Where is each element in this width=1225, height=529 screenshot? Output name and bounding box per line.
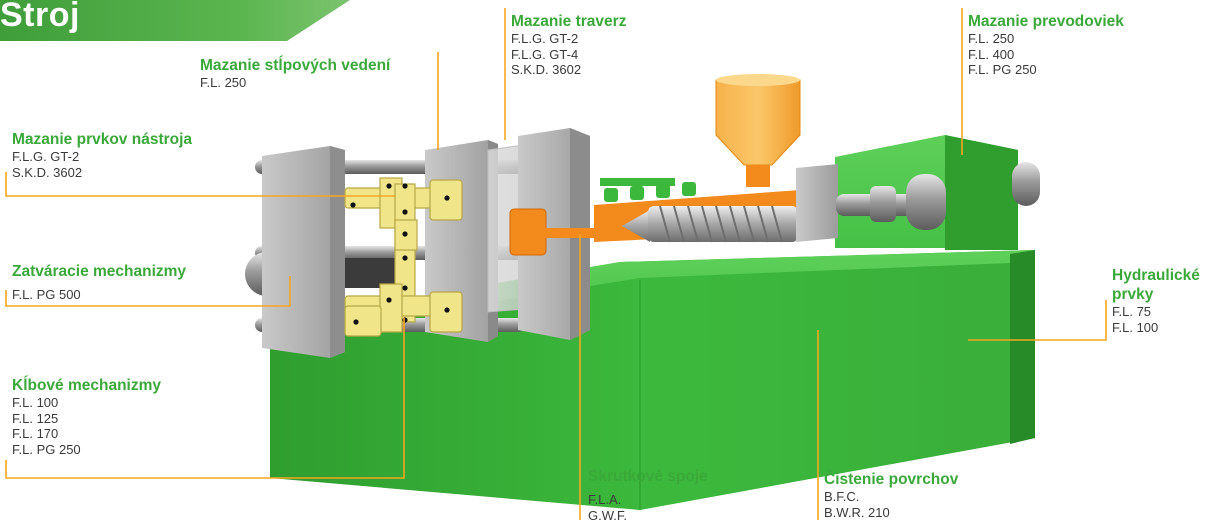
callout-line: F.L. 100 (12, 395, 59, 410)
injection-unit (509, 164, 946, 256)
callout-line: F.L. PG 250 (968, 62, 1037, 77)
callout-line: B.W.R. 210 (824, 504, 890, 520)
callout-line: F.L. 170 (12, 426, 59, 441)
callout-skrutkove-spoje: Skrutkové spoje F.L.A. G.W.F. (588, 467, 708, 523)
callout-heading: Mazanie prevodoviek (968, 13, 1124, 30)
leader-hydraulicke-prvky (968, 300, 1107, 341)
callout-line: F.L. PG 500 (12, 287, 81, 302)
callout-zatvaracie-mechanizmy: Zatváracie mechanizmy F.L. PG 500 (12, 262, 186, 303)
callout-line: S.K.D. 3602 (12, 164, 83, 180)
callout-heading: Čistenie povrchov (824, 471, 959, 488)
callout-line: F.L. 125 (12, 410, 59, 426)
callout-line: G.W.F. (588, 507, 627, 523)
callout-line: B.F.C. (824, 489, 860, 504)
rear-platen (262, 146, 345, 358)
leader-mazanie-prvkov-nastroja (5, 172, 395, 197)
callout-heading-line: prvky (1112, 286, 1154, 303)
callout-heading-line: Hydraulické (1112, 267, 1200, 284)
callout-line: F.L. 75 (1112, 304, 1152, 319)
callout-line: F.L.G. GT-2 (12, 149, 80, 164)
callout-line: F.L. 250 (200, 75, 247, 90)
hopper (715, 74, 801, 187)
callout-heading: Mazanie stĺpových vedení (200, 57, 391, 74)
toggle-links (344, 177, 463, 337)
callout-klbove-mechanizmy: Kĺbové mechanizmy F.L. 100 F.L. 125 F.L.… (12, 376, 161, 457)
callout-heading: Zatváracie mechanizmy (12, 263, 187, 280)
callout-heading: Mazanie traverz (511, 13, 627, 30)
title-tab: Stroj (0, 0, 350, 41)
callout-heading: Kĺbové mechanizmy (12, 377, 162, 394)
callout-line: F.L. 400 (968, 46, 1015, 62)
callout-line: F.L.A. (588, 492, 622, 507)
callout-line: F.L. PG 250 (12, 441, 81, 457)
callout-heading: Skrutkové spoje (588, 468, 708, 485)
callout-line: F.L. 250 (968, 31, 1015, 46)
callout-line: F.L.G. GT-4 (511, 46, 579, 62)
callout-mazanie-prvkov-nastroja: Mazanie prvkov nástroja F.L.G. GT-2 S.K.… (12, 130, 192, 180)
leader-zatvaracie-mechanizmy (5, 276, 291, 307)
callout-cistenie-povrchov: Čistenie povrchov B.F.C. B.W.R. 210 (824, 470, 958, 520)
leader-klbove-mechanizmy (5, 318, 405, 479)
leader-lines (5, 8, 1107, 520)
callout-heading: Mazanie prvkov nástroja (12, 131, 193, 148)
callout-mazanie-traverz: Mazanie traverz F.L.G. GT-2 F.L.G. GT-4 … (511, 12, 626, 78)
callout-line: F.L.G. GT-2 (511, 31, 579, 46)
callout-mazanie-prevodoviek: Mazanie prevodoviek F.L. 250 F.L. 400 F.… (968, 12, 1124, 78)
callout-hydraulicke-prvky: Hydraulické prvky F.L. 75 F.L. 100 (1112, 266, 1200, 335)
callout-line: S.K.D. 3602 (511, 62, 582, 77)
callout-mazanie-stlpovych-vedeni: Mazanie stĺpových vedení F.L. 250 (200, 56, 390, 91)
callout-line: F.L. 100 (1112, 319, 1159, 335)
page-title: Stroj (0, 0, 80, 34)
